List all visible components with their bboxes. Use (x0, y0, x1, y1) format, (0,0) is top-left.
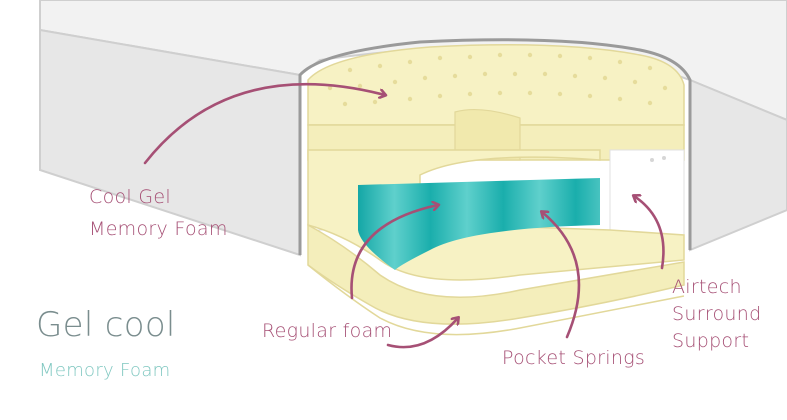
label-cool-gel-line2: Memory Foam (89, 218, 228, 240)
label-airtech: Airtech Surround Support (672, 274, 761, 355)
arrow-cool-gel (143, 82, 385, 165)
pocket-springs-layer (358, 178, 600, 270)
arrow-airtech (634, 196, 665, 270)
bottom-foam-layer (307, 223, 685, 325)
label-airtech-line2: Surround (672, 303, 762, 325)
label-regular-foam: Regular foam (262, 320, 393, 342)
gel-memory-foam-layer (307, 44, 685, 126)
foam-cut-notch (454, 108, 521, 161)
label-pocket-springs: Pocket Springs (502, 347, 646, 369)
base-foam-edge (307, 264, 685, 336)
label-cool-gel: Cool Gel Memory Foam (89, 184, 228, 242)
label-airtech-line1: Airtech (672, 276, 742, 298)
brand-subtitle: Memory Foam (39, 360, 171, 381)
label-airtech-line3: Support (672, 330, 750, 352)
arrow-regular-foam-upper (350, 205, 438, 300)
mattress-cut-edge (298, 38, 692, 255)
foam-perforations (327, 52, 668, 107)
brand-title: Gel cool (36, 305, 176, 345)
arrow-pocket-springs (542, 212, 581, 339)
mattress-layers (307, 44, 685, 336)
annotation-arrows (143, 82, 665, 349)
label-cool-gel-line1: Cool Gel (89, 186, 171, 208)
mattress-cover (39, 0, 787, 257)
arrow-regular-foam-lower (386, 318, 458, 349)
